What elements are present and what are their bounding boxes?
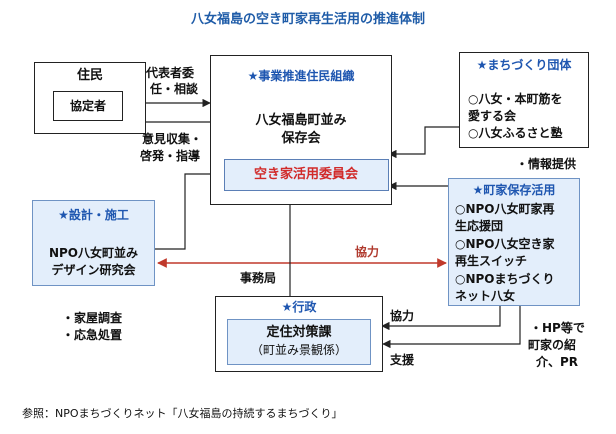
residents-label: 住民 — [76, 68, 103, 83]
label-hp-3: 介、PR — [536, 355, 579, 369]
gov-header: ★行政 — [281, 300, 317, 314]
main-org-name-1: 八女福島町並み — [255, 113, 347, 128]
dept-sub: （町並み景観係） — [250, 343, 347, 357]
residents-box: 住民 協定者 — [34, 62, 146, 134]
label-hp-1: ・HP等で — [530, 321, 585, 335]
machi-group-header: ★まちづくり団体 — [476, 58, 572, 72]
agreement-box: 協定者 — [53, 91, 123, 121]
dept-label: 定住対策課 — [266, 325, 332, 340]
machiya-header: ★町家保存活用 — [472, 183, 556, 197]
gov-box: ★行政 定住対策課 （町並み景観係） — [215, 296, 383, 372]
arrow-design-to-committee — [155, 169, 224, 250]
label-cooperation-red: 協力 — [355, 245, 380, 259]
machi-item2: ○八女ふるさと塾 — [468, 126, 563, 140]
committee-box: 空き家活用委員会 — [224, 159, 389, 191]
label-office: 事務局 — [240, 271, 277, 285]
machiya-line-5: ○NPOまちづくり — [455, 272, 555, 286]
arrow-machi-to-committee — [388, 126, 459, 159]
design-box: ★設計・施工 NPO八女町並み デザイン研究会 — [32, 200, 155, 286]
arrow-support — [382, 305, 521, 349]
dept-box: 定住対策課 （町並み景観係） — [227, 319, 371, 365]
machiya-line-6: ネット八女 — [455, 289, 516, 303]
label-delegate-2: 任・相談 — [150, 82, 199, 96]
arrow-cooperation — [381, 305, 501, 331]
machiya-line-4: 再生スイッチ — [455, 254, 528, 268]
label-emergency: ・応急処置 — [62, 328, 123, 342]
diagram-title: 八女福島の空き町家再生活用の推進体制 — [190, 12, 425, 27]
label-hp-2: 町家の紹 — [528, 338, 577, 352]
committee-label: 空き家活用委員会 — [253, 167, 358, 182]
design-header: ★設計・施工 — [58, 208, 129, 222]
main-org-header: ★事業推進住民組織 — [247, 69, 355, 83]
machiya-line-3: ○NPO八女空き家 — [455, 237, 555, 251]
machi-group-box: ★まちづくり団体 ○八女・本町筋を 愛する会 ○八女ふるさと塾 — [459, 52, 589, 148]
machiya-line-2: 生応援団 — [455, 219, 504, 233]
source-note: 参照：NPOまちづくりネット「八女福島の持続するまちづくり」 — [22, 407, 343, 420]
design-line1: NPO八女町並み — [48, 246, 139, 260]
main-org-box: ★事業推進住民組織 八女福島町並み 保存会 空き家活用委員会 — [210, 55, 392, 205]
label-delegate-1: 代表者委 — [146, 66, 195, 80]
machiya-line-1: ○NPO八女町家再 — [455, 202, 555, 216]
main-org-name-2: 保存会 — [281, 131, 321, 146]
machi-item1-line2: 愛する会 — [468, 109, 517, 123]
agreement-label: 協定者 — [69, 99, 106, 113]
machiya-box: ★町家保存活用 ○NPO八女町家再 生応援団 ○NPO八女空き家 再生スイッチ … — [448, 178, 580, 306]
label-opinion-1: 意見収集・ — [142, 132, 203, 146]
label-survey: ・家屋調査 — [62, 311, 123, 325]
design-line2: デザイン研究会 — [51, 263, 136, 277]
label-info: ・情報提供 — [516, 157, 577, 171]
machi-item1-line1: ○八女・本町筋を — [468, 92, 563, 106]
label-cooperation: 協力 — [390, 309, 415, 323]
label-support: 支援 — [390, 353, 415, 367]
label-opinion-2: 啓発・指導 — [140, 149, 201, 163]
